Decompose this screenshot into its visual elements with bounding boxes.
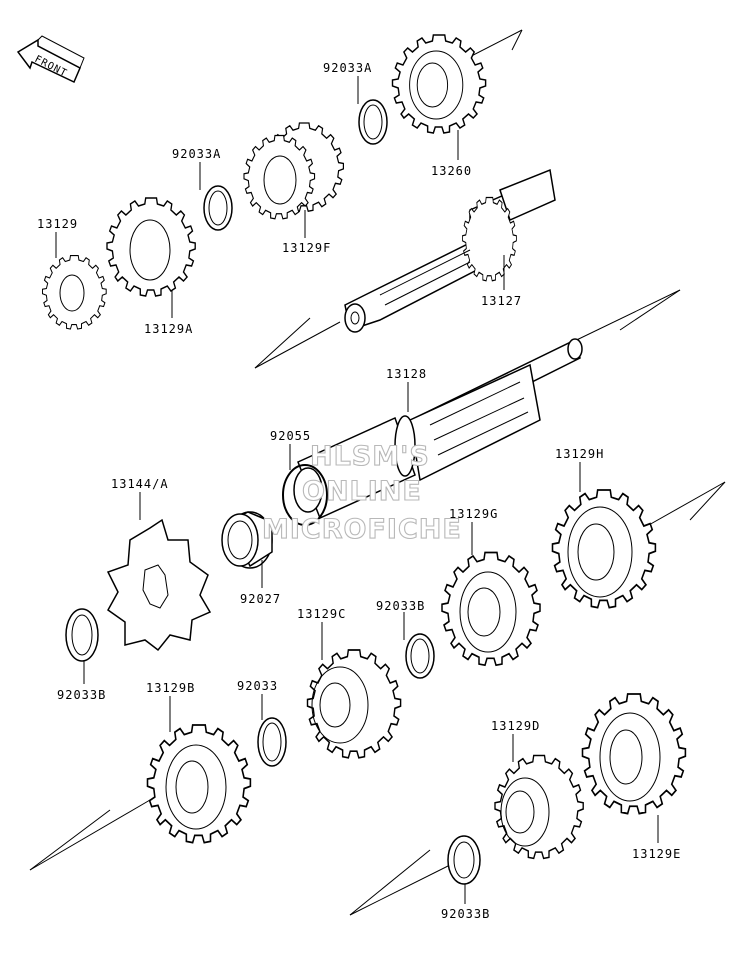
label-13129E: 13129E [632,847,681,861]
gear-13129[interactable] [41,254,107,330]
label-13129C: 13129C [297,607,346,621]
label-92033A-mid: 92033A [172,147,221,161]
gear-13129A[interactable] [106,197,196,297]
label-92033B-mid: 92033B [376,599,425,613]
label-13127: 13127 [481,294,522,308]
label-13129A: 13129A [144,322,193,336]
oring-92055[interactable] [282,464,328,526]
label-92033A-top: 92033A [323,61,372,75]
label-92033B-bottom: 92033B [441,907,490,921]
label-13128: 13128 [386,367,427,381]
gear-13129H[interactable] [551,489,657,609]
gear-13129F[interactable] [243,122,345,220]
label-13144A: 13144/A [111,477,169,491]
axis-guide-lines [29,29,726,916]
gear-13260[interactable] [391,34,487,134]
label-13129H: 13129H [555,447,604,461]
gear-13129C[interactable] [306,649,402,759]
sprocket-13144A[interactable] [106,518,212,652]
label-13129F: 13129F [282,241,331,255]
leader-lines [55,76,659,904]
watermark-line2: ONLINE [302,476,422,507]
watermark: HLSM'S ONLINE MICROFICHE [261,440,462,545]
watermark-line3: MICROFICHE [262,514,462,545]
label-13129: 13129 [37,217,78,231]
shaft-13127[interactable] [344,168,556,333]
gear-13129G[interactable] [441,551,541,667]
gear-13129D[interactable] [494,754,584,860]
label-13129G: 13129G [449,507,498,521]
label-92033B-left: 92033B [57,688,106,702]
part-labels: 92033A 13260 92033A 13129F 13129 13129A … [37,61,681,921]
collar-92027[interactable] [221,511,273,569]
front-arrow-icon: FRONT [16,35,85,84]
circlip-92033B-mid[interactable] [405,633,435,679]
shaft-13128[interactable] [293,338,583,520]
label-13129D: 13129D [491,719,540,733]
label-13129B: 13129B [146,681,195,695]
label-92027: 92027 [240,592,281,606]
circlip-92033A-top[interactable] [358,99,388,145]
label-92033: 92033 [237,679,278,693]
circlip-92033[interactable] [257,717,287,767]
watermark-line1: HLSM'S [310,441,430,472]
circlip-92033B-left[interactable] [65,608,99,662]
circlip-92033B-bottom[interactable] [447,835,481,885]
label-13260: 13260 [431,164,472,178]
label-92055: 92055 [270,429,311,443]
gear-13129B[interactable] [146,724,252,844]
gear-13129E[interactable] [581,693,687,815]
circlip-92033A-mid[interactable] [203,185,233,231]
